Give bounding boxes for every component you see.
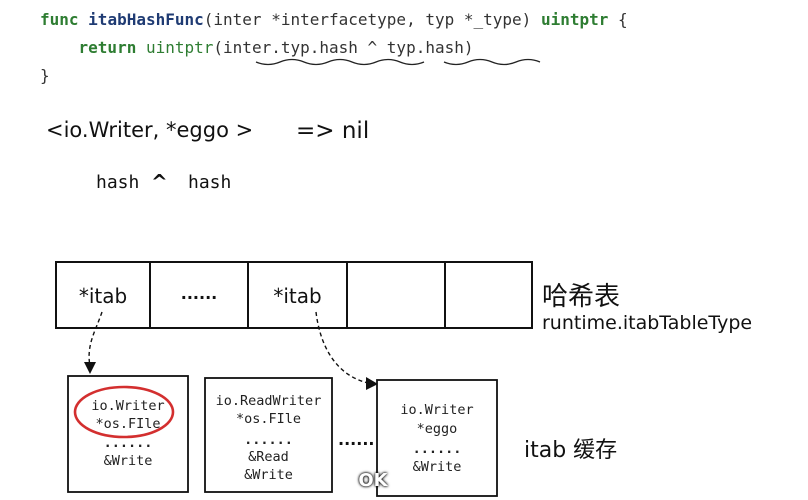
table-cell-1: *itab (78, 284, 128, 308)
cache-box-3 (376, 379, 498, 497)
uintptr-call: uintptr (145, 38, 214, 57)
function-name: itabHashFunc (88, 10, 204, 29)
box1-interface: io.Writer (91, 398, 165, 414)
hash-right-note: hash (188, 172, 232, 193)
code-line-2: return uintptr(inter.typ.hash ^ typ.hash… (40, 34, 628, 62)
box2-type: *os.FIle (235, 411, 302, 427)
param1-type: interfacetype (280, 10, 407, 29)
nil-result-note: => nil (296, 118, 370, 144)
cache-box-2 (204, 377, 333, 493)
box1-type: *os.FIle (95, 416, 161, 432)
dashed-arrow-to-box1 (88, 311, 103, 367)
box2-interface: io.ReadWriter (215, 393, 322, 409)
box3-type: *eggo (416, 421, 458, 437)
hash-expression: (inter.typ.hash ^ typ.hash) (213, 38, 474, 57)
box2-method-read: &Read (248, 449, 289, 465)
cache-box-1 (67, 375, 189, 493)
box1-ellipsis: ...... (103, 435, 153, 451)
box2-ellipsis: ...... (244, 432, 293, 448)
hash-table-outline (55, 261, 533, 329)
return-keyword: return (78, 38, 137, 57)
box2-method-write: &Write (244, 467, 293, 483)
box3-interface: io.Writer (400, 402, 474, 418)
dashed-arrow-to-box3 (315, 311, 369, 384)
arrowhead-box1 (84, 362, 96, 374)
return-type: uintptr (540, 10, 609, 29)
box3-method: &Write (412, 459, 462, 475)
itab-cache-label: itab 缓存 (524, 438, 618, 463)
ok-overlay-badge: OK (358, 470, 388, 491)
hash-table-label-cn: 哈希表 (542, 282, 621, 312)
params-mid: , typ * (406, 10, 474, 29)
highlight-circle (73, 385, 175, 439)
underline-inter-hash (255, 58, 425, 66)
func-keyword: func (40, 10, 79, 29)
xor-operator-note: ^ (151, 170, 168, 194)
arrowhead-box3 (366, 377, 378, 390)
param2-type: _type (473, 10, 522, 29)
between-boxes-ellipsis: ...... (338, 430, 375, 449)
table-cell-3: *itab (273, 284, 322, 308)
code-line-3: } (40, 62, 628, 90)
close-brace: } (40, 66, 50, 85)
hash-table-type-label: runtime.itabTableType (542, 312, 753, 334)
code-line-1: func itabHashFunc(inter *interfacetype, … (40, 6, 628, 34)
hash-left-note: hash (96, 172, 140, 193)
open-brace: { (608, 10, 628, 29)
underline-typ-hash (443, 58, 541, 66)
params-close: ) (521, 10, 541, 29)
code-block: func itabHashFunc(inter *interfacetype, … (40, 6, 628, 90)
box1-method: &Write (103, 453, 153, 469)
box3-ellipsis: ...... (412, 441, 462, 457)
params-open: (inter * (203, 10, 281, 29)
table-cell-2: ...... (180, 284, 218, 303)
interface-pair-note: <io.Writer, *eggo > (46, 118, 254, 142)
